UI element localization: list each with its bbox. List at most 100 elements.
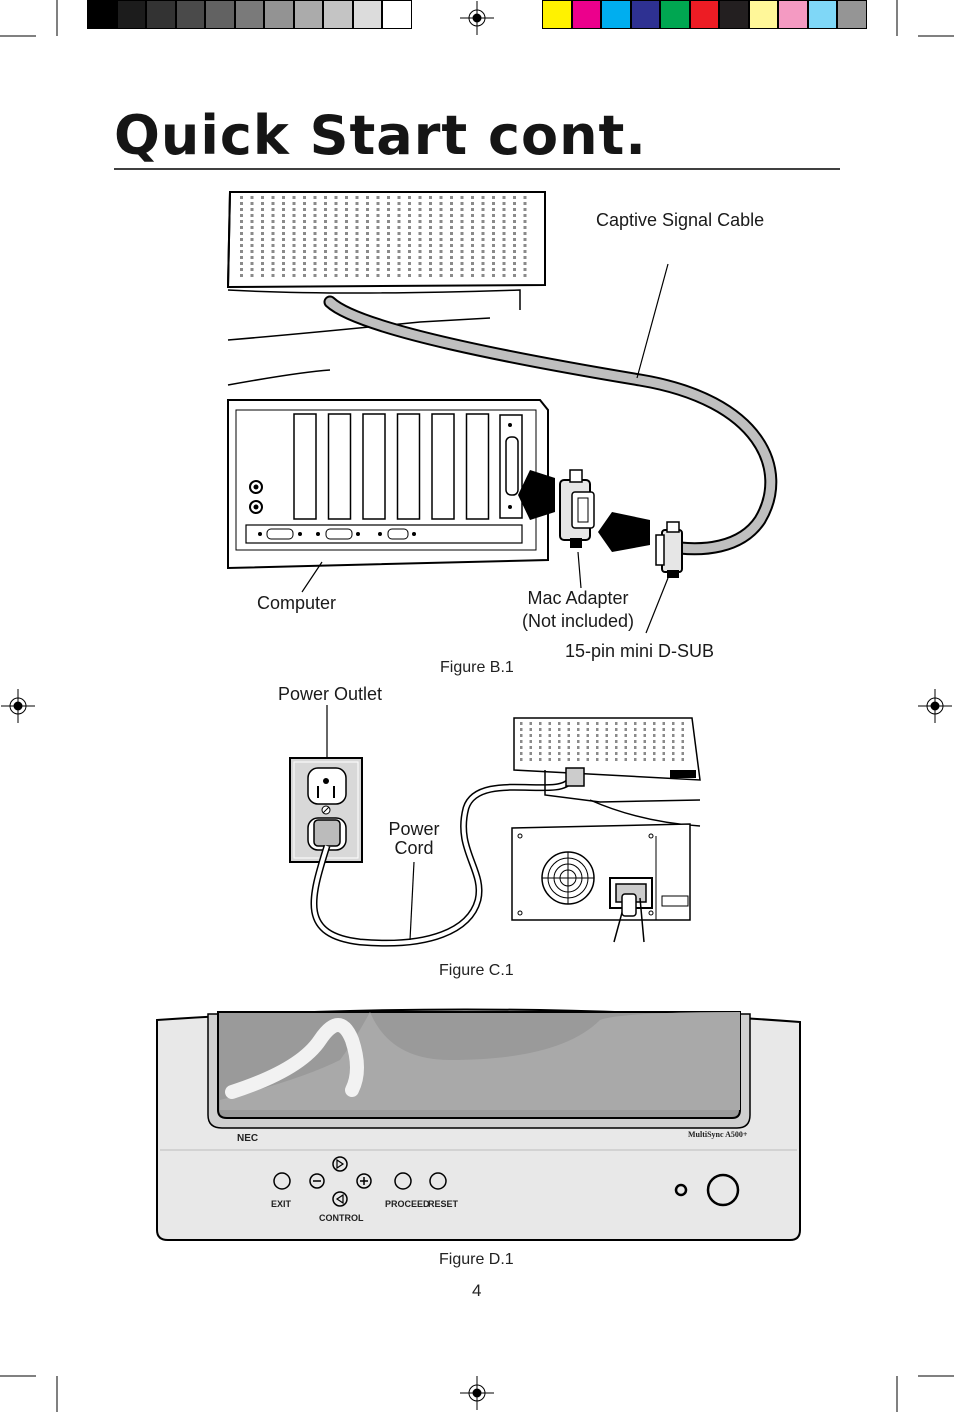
vent-hole	[653, 734, 656, 737]
vent-hole	[513, 268, 516, 271]
vent-hole	[250, 268, 254, 271]
vent-hole	[271, 208, 275, 211]
vent-hole	[313, 196, 317, 199]
vent-hole	[250, 220, 254, 223]
vent-hole	[292, 268, 296, 271]
vent-hole	[261, 226, 264, 229]
vent-hole	[282, 262, 285, 265]
vent-hole	[334, 238, 338, 241]
vent-hole	[261, 244, 264, 247]
vent-hole	[429, 226, 432, 229]
vent-hole	[261, 268, 264, 271]
color-swatch	[630, 0, 660, 29]
vent-hole	[539, 728, 542, 731]
color-swatch	[542, 0, 572, 29]
vent-hole	[450, 220, 453, 223]
vent-hole	[450, 268, 453, 271]
vent-hole	[492, 262, 495, 265]
vent-hole	[653, 752, 656, 755]
vent-hole	[662, 740, 665, 743]
vent-hole	[662, 758, 665, 761]
vent-hole	[324, 238, 327, 241]
vent-hole	[240, 196, 243, 199]
vent-hole	[605, 734, 608, 737]
vent-hole	[492, 232, 495, 235]
vent-hole	[418, 202, 422, 205]
vent-hole	[439, 238, 443, 241]
vent-hole	[376, 214, 380, 217]
vent-hole	[548, 722, 551, 725]
vent-hole	[282, 226, 285, 229]
vent-hole	[355, 214, 359, 217]
vent-hole	[313, 250, 317, 253]
vent-hole	[513, 208, 516, 211]
vent-hole	[450, 250, 453, 253]
vent-hole	[303, 256, 306, 259]
vent-hole	[653, 758, 656, 761]
vent-hole	[520, 740, 523, 743]
vent-hole	[529, 740, 532, 743]
vent-hole	[492, 202, 495, 205]
vent-hole	[471, 220, 474, 223]
vent-hole	[292, 262, 296, 265]
vent-hole	[429, 232, 432, 235]
vent-hole	[460, 232, 464, 235]
vent-hole	[345, 238, 348, 241]
vent-hole	[397, 226, 401, 229]
vent-hole	[282, 196, 285, 199]
vent-hole	[471, 250, 474, 253]
vent-hole	[643, 740, 646, 743]
vent-hole	[672, 722, 675, 725]
vent-hole	[502, 262, 506, 265]
vent-hole	[250, 244, 254, 247]
vent-hole	[376, 256, 380, 259]
vent-hole	[471, 196, 474, 199]
vent-hole	[418, 268, 422, 271]
vent-hole	[548, 740, 551, 743]
vent-hole	[662, 746, 665, 749]
vent-hole	[292, 232, 296, 235]
vent-hole	[481, 202, 485, 205]
color-swatch	[719, 0, 749, 29]
vent-hole	[429, 208, 432, 211]
vent-hole	[596, 722, 599, 725]
vent-hole	[387, 274, 390, 277]
vent-hole	[548, 746, 551, 749]
vent-hole	[481, 232, 485, 235]
vent-hole	[376, 202, 380, 205]
vent-hole	[397, 214, 401, 217]
vent-hole	[672, 740, 675, 743]
vent-hole	[523, 202, 527, 205]
vent-hole	[439, 214, 443, 217]
vent-hole	[513, 238, 516, 241]
vent-hole	[439, 244, 443, 247]
vent-hole	[313, 262, 317, 265]
vent-hole	[408, 256, 411, 259]
vent-hole	[523, 196, 527, 199]
vent-hole	[240, 238, 243, 241]
vent-hole	[481, 274, 485, 277]
vent-hole	[596, 734, 599, 737]
vent-hole	[303, 244, 306, 247]
page-number: 4	[472, 1281, 482, 1300]
vent-hole	[355, 274, 359, 277]
vent-hole	[471, 238, 474, 241]
mini-dsub-connector	[655, 521, 683, 578]
vent-hole	[672, 746, 675, 749]
vent-hole	[529, 758, 532, 761]
vent-hole	[271, 214, 275, 217]
vent-hole	[615, 746, 618, 749]
vent-hole	[481, 220, 485, 223]
vent-hole	[271, 244, 275, 247]
vent-hole	[586, 722, 589, 725]
vent-hole	[605, 728, 608, 731]
vent-hole	[513, 232, 516, 235]
vent-hole	[387, 256, 390, 259]
color-swatch	[116, 0, 146, 29]
vent-hole	[513, 202, 516, 205]
vent-hole	[376, 274, 380, 277]
figure-d1-caption: Figure D.1	[439, 1251, 514, 1268]
computer-box-side	[511, 823, 691, 921]
vent-hole	[481, 244, 485, 247]
